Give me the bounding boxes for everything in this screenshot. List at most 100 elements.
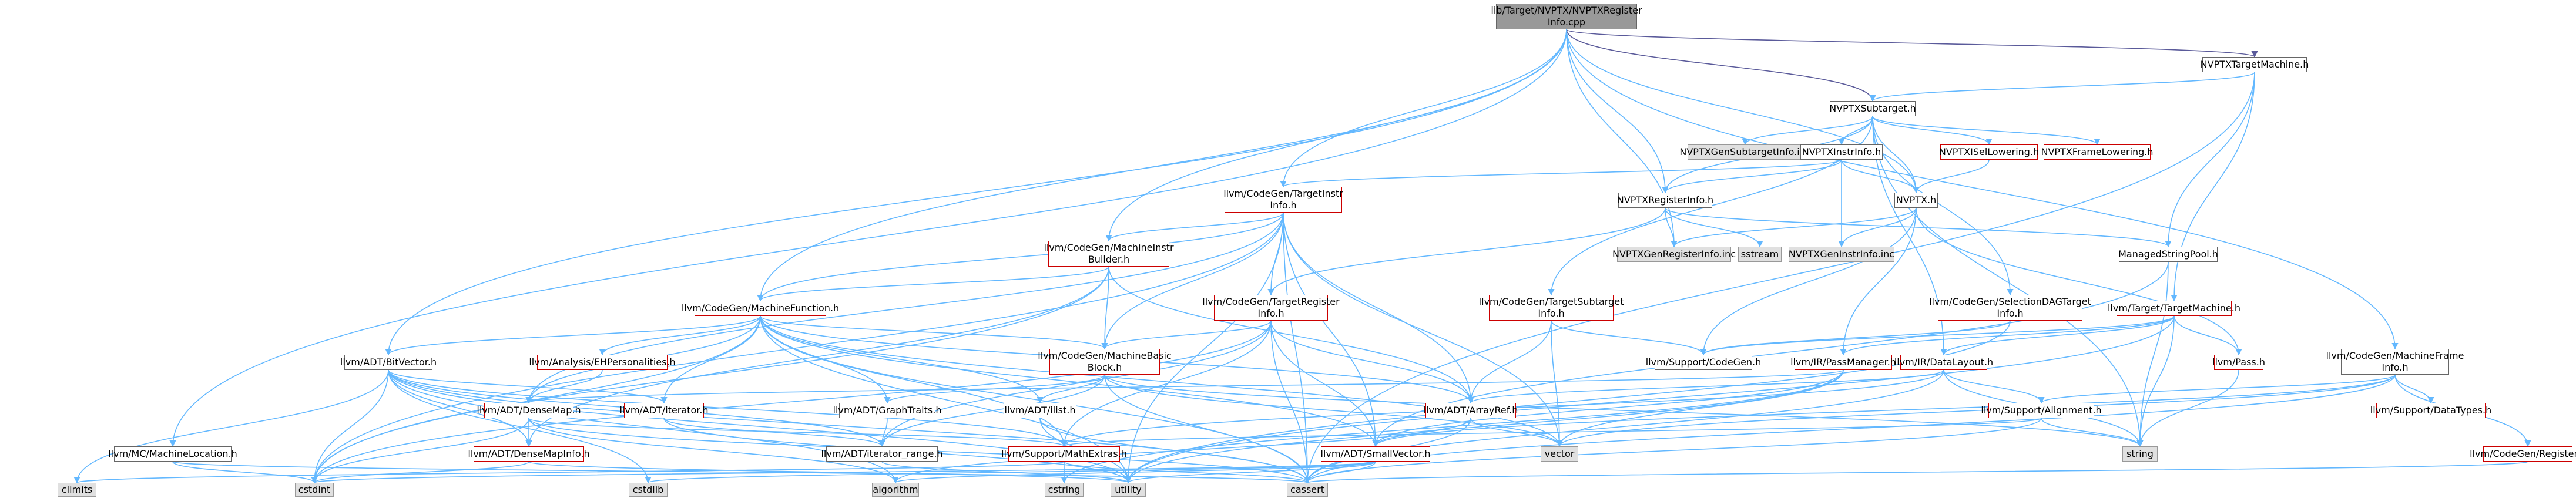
edge-root-registerinfo-cpp-to-bitvector bbox=[385, 29, 1567, 356]
edge-target-instr-info-to-vector bbox=[1283, 212, 1563, 447]
edge-target-instr-info-to-machine-basic-block bbox=[1101, 212, 1284, 350]
edge-target-register-info-to-machine-basic-block bbox=[1101, 320, 1272, 350]
edge-machine-function-to-eh-personalities bbox=[599, 315, 761, 356]
edge-bitvector-to-math-extras bbox=[388, 369, 1068, 447]
node-utility[interactable]: utility bbox=[1111, 483, 1146, 497]
node-eh-personalities[interactable]: llvm/Analysis/EHPersonalities.h bbox=[529, 355, 676, 370]
node-adt-iterator[interactable]: llvm/ADT/iterator.h bbox=[619, 403, 709, 418]
node-sstream[interactable]: sstream bbox=[1738, 247, 1782, 262]
edge-machine-function-to-machine-basic-block bbox=[760, 315, 1108, 350]
node-nvptx-gen-instr-info[interactable]: NVPTXGenInstrInfo.inc bbox=[1789, 247, 1894, 262]
node-nvptx-subtarget[interactable]: NVPTXSubtarget.h bbox=[1829, 101, 1916, 116]
edge-small-vector-to-utility bbox=[1125, 461, 1376, 484]
node-vector[interactable]: vector bbox=[1541, 446, 1578, 462]
edge-machine-instr-builder-to-machine-function bbox=[757, 266, 1109, 302]
node-support-codegen[interactable]: llvm/Support/CodeGen.h bbox=[1646, 355, 1761, 370]
node-root-registerinfo-cpp[interactable]: lib/Target/NVPTX/NVPTXRegister Info.cpp bbox=[1491, 4, 1642, 29]
edge-support-alignment-to-string bbox=[2041, 418, 2144, 447]
node-target-target-machine[interactable]: llvm/Target/TargetMachine.h bbox=[2108, 301, 2240, 316]
node-nvptx-gen-subtarget-info[interactable]: NVPTXGenSubtargetInfo.inc bbox=[1679, 144, 1811, 160]
edge-nvptx-isel-lowering-to-nvptx-h bbox=[1913, 159, 1990, 194]
node-cassert[interactable]: cassert bbox=[1287, 483, 1328, 497]
edge-pass-manager-to-vector bbox=[1556, 369, 1844, 447]
node-machine-frame-info[interactable]: llvm/CodeGen/MachineFrame Info.h bbox=[2326, 349, 2464, 375]
edge-target-instr-info-to-small-vector bbox=[1283, 212, 1379, 447]
dependency-edges bbox=[73, 29, 2531, 484]
node-iterator-range[interactable]: llvm/ADT/iterator_range.h bbox=[821, 446, 943, 462]
node-pass-manager[interactable]: llvm/IR/PassManager.h bbox=[1790, 355, 1896, 370]
node-array-ref[interactable]: llvm/ADT/ArrayRef.h bbox=[1424, 403, 1518, 418]
edge-target-instr-info-to-densemap bbox=[525, 212, 1284, 404]
edge-managed-string-pool-to-string bbox=[2136, 261, 2169, 447]
node-nvptx-h[interactable]: NVPTX.h bbox=[1894, 193, 1938, 208]
edge-target-target-machine-to-string bbox=[2136, 315, 2175, 447]
edge-machine-function-to-cstdint bbox=[311, 315, 761, 484]
node-machine-instr-builder[interactable]: llvm/CodeGen/MachineInstr Builder.h bbox=[1044, 241, 1174, 267]
node-managed-string-pool[interactable]: ManagedStringPool.h bbox=[2118, 247, 2218, 262]
edge-graph-traits-to-iterator-range bbox=[878, 418, 888, 447]
edge-target-target-machine-to-data-layout bbox=[1940, 315, 2175, 356]
node-nvptx-target-machine[interactable]: NVPTXTargetMachine.h bbox=[2201, 57, 2309, 72]
edge-array-ref-to-vector bbox=[1470, 418, 1563, 447]
node-mc-machine-location[interactable]: llvm/MC/MachineLocation.h bbox=[108, 446, 237, 462]
node-densemap[interactable]: llvm/ADT/DenseMap.h bbox=[477, 403, 581, 418]
edge-machine-frame-info-to-vector bbox=[1556, 374, 2396, 447]
edge-densemap-to-algorithm bbox=[528, 418, 899, 484]
edge-target-target-machine-to-pass-h bbox=[2174, 315, 2242, 356]
edge-math-extras-to-climits bbox=[74, 461, 1065, 484]
node-data-layout[interactable]: llvm/IR/DataLayout.h bbox=[1894, 355, 1993, 370]
node-math-extras[interactable]: llvm/Support/MathExtras.h bbox=[1001, 446, 1127, 462]
edge-nvptx-target-machine-to-cassert bbox=[1304, 72, 2255, 484]
edge-root-registerinfo-cpp-to-machine-frame-info bbox=[1566, 29, 2399, 350]
node-support-alignment[interactable]: llvm/Support/Alignment.h bbox=[1981, 403, 2102, 418]
node-climits[interactable]: climits bbox=[58, 483, 96, 497]
node-nvptx-frame-lowering[interactable]: NVPTXFrameLowering.h bbox=[2041, 144, 2154, 160]
edge-bitvector-to-densemap-info bbox=[388, 369, 532, 447]
edge-mc-machine-location-to-cstdint bbox=[172, 461, 318, 484]
node-nvptx-isel-lowering[interactable]: NVPTXISelLowering.h bbox=[1939, 144, 2039, 160]
node-cstring[interactable]: cstring bbox=[1045, 483, 1084, 497]
edge-machine-function-to-small-vector bbox=[760, 315, 1379, 447]
edge-root-registerinfo-cpp-to-nvptx-target-machine bbox=[1566, 29, 2258, 58]
edge-nvptx-h-to-pass-h bbox=[1916, 207, 2242, 356]
node-codegen-register[interactable]: llvm/CodeGen/Register.h bbox=[2470, 446, 2576, 462]
edge-target-register-info-to-cstdint bbox=[311, 320, 1272, 484]
node-selection-dag-target-info[interactable]: llvm/CodeGen/SelectionDAGTarget Info.h bbox=[1929, 295, 2091, 321]
edge-nvptx-target-machine-to-managed-string-pool bbox=[2165, 72, 2255, 248]
node-support-datatypes[interactable]: llvm/Support/DataTypes.h bbox=[2370, 403, 2491, 418]
node-algorithm[interactable]: algorithm bbox=[872, 483, 919, 497]
node-machine-function[interactable]: llvm/CodeGen/MachineFunction.h bbox=[682, 301, 839, 316]
node-cstdlib[interactable]: cstdlib bbox=[629, 483, 668, 497]
edge-densemap-to-cstdint bbox=[311, 418, 529, 484]
node-cstdint[interactable]: cstdint bbox=[295, 483, 334, 497]
edge-nvptx-subtarget-to-nvptx-frame-lowering bbox=[1872, 116, 2101, 146]
node-target-subtarget-info[interactable]: llvm/CodeGen/TargetSubtarget Info.h bbox=[1479, 295, 1624, 321]
edge-machine-frame-info-to-support-alignment bbox=[2038, 374, 2396, 404]
node-nvptx-gen-register-info[interactable]: NVPTXGenRegisterInfo.inc bbox=[1612, 247, 1736, 262]
node-small-vector[interactable]: llvm/ADT/SmallVector.h bbox=[1321, 446, 1430, 462]
node-target-register-info[interactable]: llvm/CodeGen/TargetRegister Info.h bbox=[1202, 295, 1340, 321]
edge-data-layout-to-support-alignment bbox=[1943, 369, 2045, 404]
node-pass-h[interactable]: llvm/Pass.h bbox=[2212, 355, 2265, 370]
edge-target-instr-info-to-machine-function bbox=[757, 212, 1284, 302]
node-string[interactable]: string bbox=[2122, 446, 2158, 462]
node-bitvector[interactable]: llvm/ADT/BitVector.h bbox=[340, 355, 437, 370]
node-graph-traits[interactable]: llvm/ADT/GraphTraits.h bbox=[833, 403, 941, 418]
edge-bitvector-to-cstdint bbox=[311, 369, 389, 484]
node-nvptx-instr-info[interactable]: NVPTXInstrInfo.h bbox=[1800, 144, 1883, 160]
edge-nvptx-subtarget-to-nvptx-gen-subtarget-info bbox=[1742, 116, 1873, 146]
edge-nvptx-target-machine-to-nvptx-subtarget bbox=[1869, 72, 2255, 102]
edge-root-registerinfo-cpp-to-nvptx-subtarget bbox=[1566, 29, 1876, 102]
node-machine-basic-block[interactable]: llvm/CodeGen/MachineBasic Block.h bbox=[1038, 349, 1172, 375]
node-ilist[interactable]: llvm/ADT/ilist.h bbox=[1004, 403, 1076, 418]
edge-small-vector-to-algorithm bbox=[892, 461, 1376, 484]
node-densemap-info[interactable]: llvm/ADT/DenseMapInfo.h bbox=[468, 446, 590, 462]
edge-target-target-machine-to-support-codegen bbox=[1700, 315, 2175, 356]
node-target-instr-info[interactable]: llvm/CodeGen/TargetInstr Info.h bbox=[1223, 187, 1343, 213]
node-nvptx-register-info[interactable]: NVPTXRegisterInfo.h bbox=[1617, 193, 1713, 208]
edge-nvptx-register-info-to-managed-string-pool bbox=[1665, 207, 2172, 248]
edge-support-alignment-to-math-extras bbox=[1061, 418, 2042, 447]
edge-machine-function-to-math-extras bbox=[760, 315, 1068, 447]
edge-managed-string-pool-to-small-vector bbox=[1372, 261, 2169, 447]
edge-nvptx-register-info-to-sstream bbox=[1665, 207, 1763, 248]
